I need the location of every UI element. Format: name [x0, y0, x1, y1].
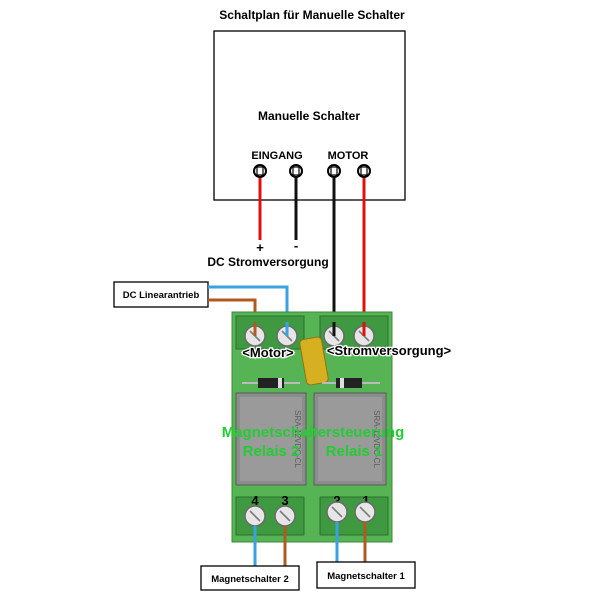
manual-switch-box: Manuelle Schalter EINGANG MOTOR: [213, 30, 406, 201]
magnet-switch-1-label: Magnetschalter 1: [327, 571, 405, 582]
linear-actuator-label: DC Linearantrieb: [123, 290, 200, 301]
capacitor: [299, 336, 329, 386]
board-screw-4: [244, 505, 266, 527]
input-minus-terminal: [289, 164, 303, 178]
motor-a-terminal: [327, 164, 341, 178]
magnet-switch-2-box: Magnetschalter 2: [200, 565, 300, 591]
board-screw-3: [274, 505, 296, 527]
terminal-number-3: 3: [281, 493, 288, 508]
relay-2: SRA-12VDC-CL: [235, 392, 307, 486]
power-plus-symbol: +: [256, 240, 264, 255]
motor-connector-label: <Motor>: [242, 345, 294, 360]
power-connector-label: <Stromversorgung>: [327, 343, 452, 358]
input-terminals-label: EINGANG: [251, 150, 302, 162]
linear-actuator-box: DC Linearantrieb: [113, 281, 209, 308]
power-minus-symbol: -: [294, 238, 298, 253]
relay-board: SRA-12VDC-CL SRA-12VDC-CL 4 3 2 1: [231, 311, 393, 543]
terminal-number-1: 1: [362, 493, 369, 508]
board-screw-1: [354, 501, 376, 523]
manual-switch-label: Manuelle Schalter: [258, 109, 360, 123]
magnet-switch-1-box: Magnetschalter 1: [316, 561, 416, 589]
relay-1-print: SRA-12VDC-CL: [372, 410, 381, 468]
terminal-number-2: 2: [333, 493, 340, 508]
relay-1-label: Relais 1: [326, 443, 383, 460]
magnet-switch-control-label: Magnetschaltersteuerung: [222, 424, 405, 441]
dc-power-label: DC Stromversorgung: [207, 255, 328, 269]
board-screw-2: [326, 501, 348, 523]
terminal-number-4: 4: [251, 493, 259, 508]
diagram-title: Schaltplan für Manuelle Schalter: [219, 8, 405, 22]
relay-2-print: SRA-12VDC-CL: [293, 410, 302, 468]
magnet-switch-2-label: Magnetschalter 2: [211, 574, 289, 585]
relay-1: SRA-12VDC-CL: [313, 392, 387, 486]
diode-right: [322, 378, 380, 388]
diode-left: [242, 378, 300, 388]
motor-terminals-label: MOTOR: [328, 150, 369, 162]
input-plus-terminal: [253, 164, 267, 178]
motor-b-terminal: [357, 164, 371, 178]
relay-2-label: Relais 2: [243, 443, 300, 460]
